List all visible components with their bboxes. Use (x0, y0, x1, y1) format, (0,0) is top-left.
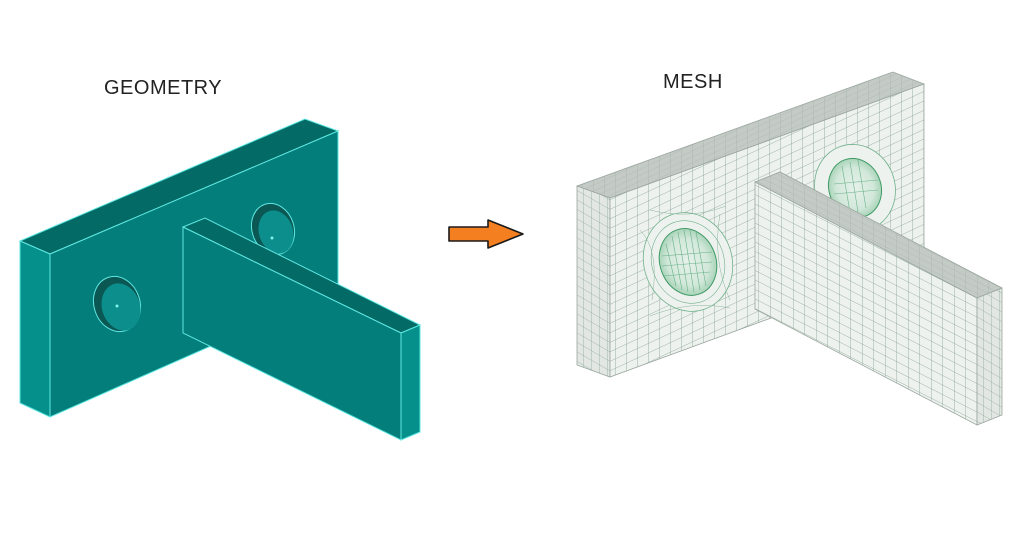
mesh-flange-end-face (976, 287, 1003, 426)
hole-right (250, 202, 296, 256)
mesh-model (575, 71, 1003, 426)
flange-end-face (400, 324, 421, 441)
mesh-hole-left (639, 205, 734, 317)
arrow-right-icon (448, 219, 524, 249)
hole-left (92, 275, 142, 333)
geometry-model (18, 118, 422, 441)
mesh-title: MESH (663, 71, 723, 93)
mesh-plate-left-face (576, 185, 611, 378)
plate-left-face (19, 240, 51, 418)
geometry-title: GEOMETRY (104, 77, 223, 99)
